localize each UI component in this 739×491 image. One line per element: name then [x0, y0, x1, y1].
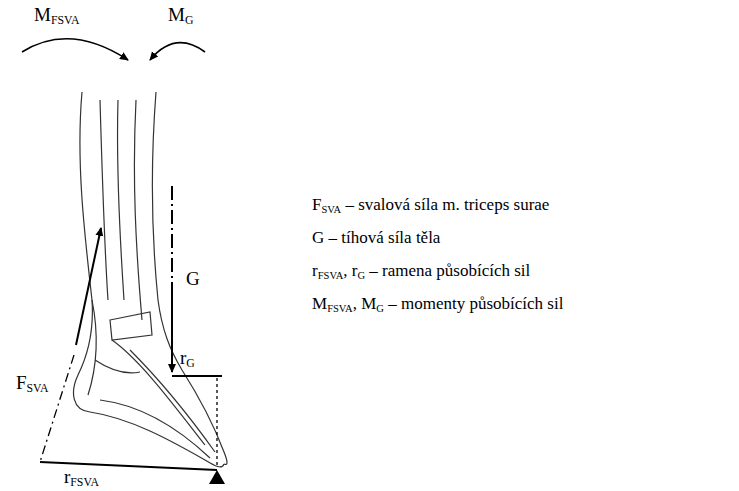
symbol-label: MG	[168, 4, 193, 27]
moment-arm	[172, 375, 222, 377]
moment-arc	[150, 43, 205, 60]
key-text: rFSVA, rG – ramena působících sil	[312, 261, 530, 281]
muscle-force-arrow	[76, 228, 101, 345]
symbol-label: rFSVA	[64, 466, 99, 489]
moment-arc	[22, 39, 128, 60]
pivot-triangle	[209, 470, 225, 484]
gravity-arrow	[171, 290, 173, 372]
key-text: G – tíhová síla těla	[312, 228, 440, 248]
line-of-action	[40, 355, 74, 462]
symbol-label: FSVA	[16, 372, 49, 395]
key-text: FSVA – svalová síla m. triceps surae	[312, 195, 549, 215]
symbol-label: rG	[180, 347, 195, 370]
symbol-label: MFSVA	[34, 4, 79, 27]
symbol-label: G	[186, 268, 200, 291]
leg-outline	[74, 92, 227, 467]
key-text: MFSVA, MG – momenty působících sil	[312, 294, 563, 314]
projection-line	[216, 378, 217, 466]
gravity-line	[171, 186, 173, 290]
